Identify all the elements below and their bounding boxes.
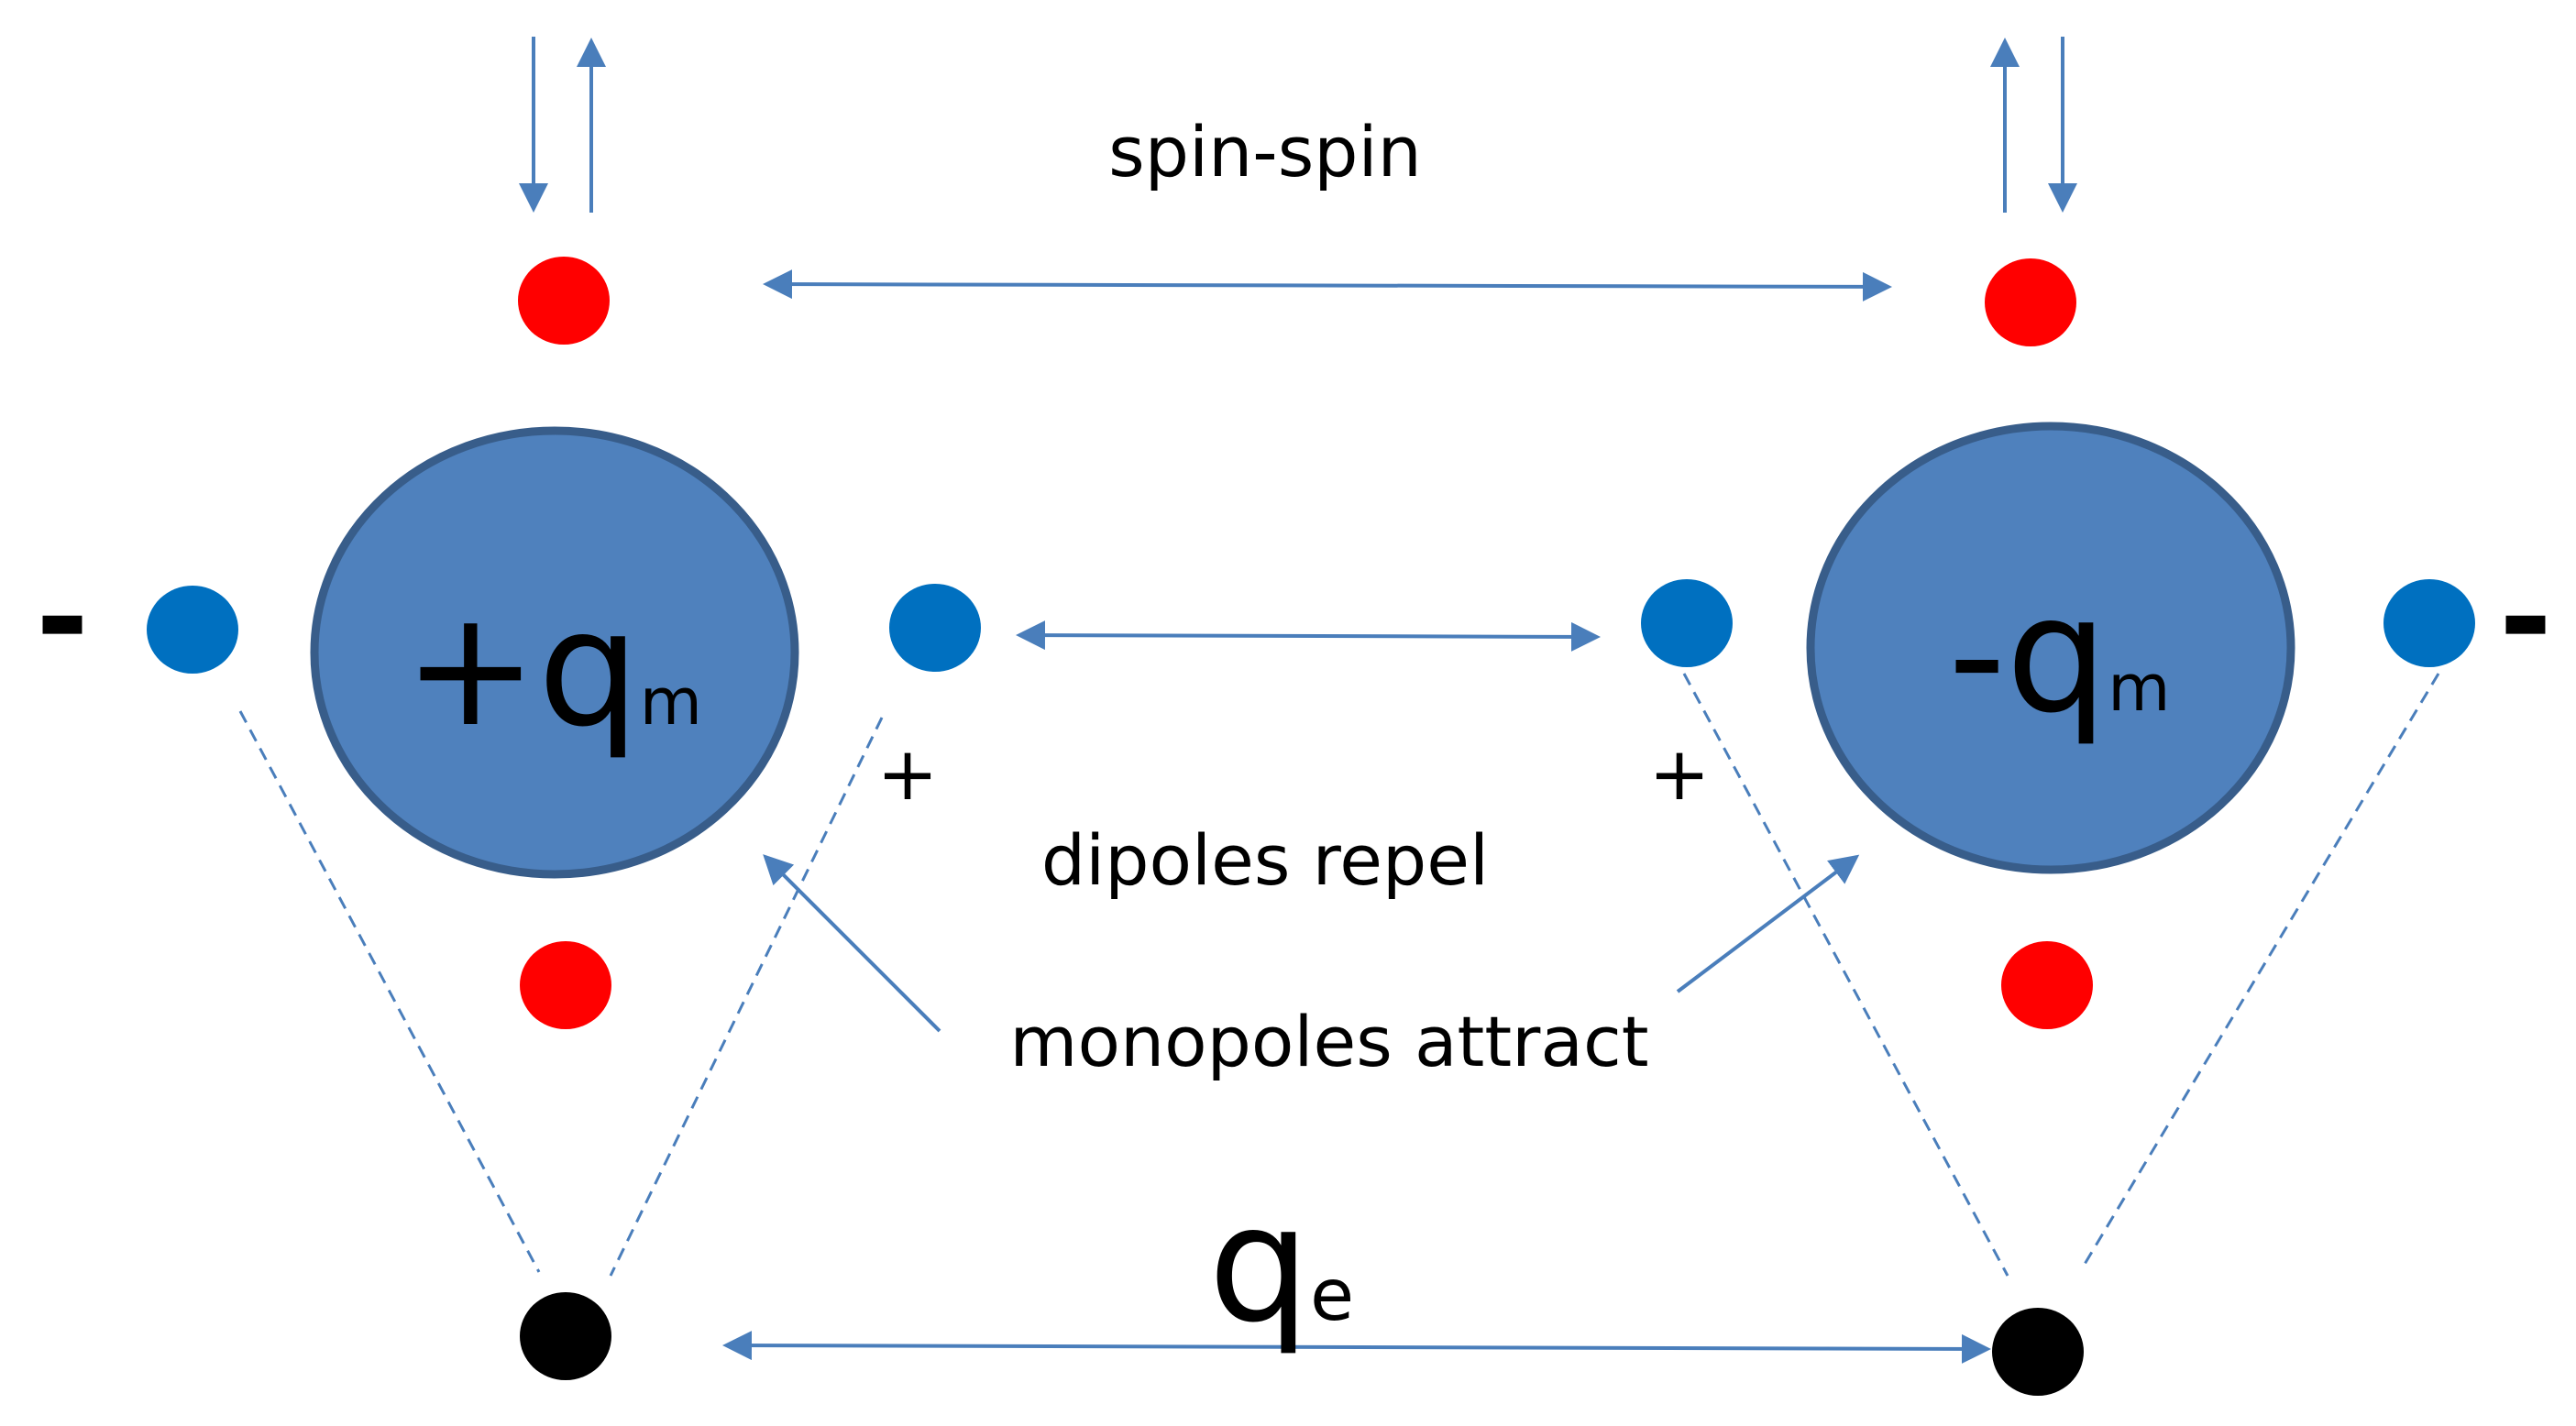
blue-dot-left-inner <box>889 584 981 672</box>
spin-spin-label: spin-spin <box>1108 111 1422 192</box>
spin-spin-double-arrow <box>763 269 1892 302</box>
red-dot-left-top <box>518 257 610 345</box>
dipoles-repel-label: dipoles repel <box>1041 819 1489 901</box>
spin-arrows-left <box>519 37 606 213</box>
monopoles-attract-arrow-left <box>763 854 941 1033</box>
dashed-line-left-inner <box>609 717 884 1277</box>
red-dot-right-bottom <box>2001 941 2093 1029</box>
electric-charge-main: q <box>1208 1172 1310 1358</box>
dashed-line-left-outer <box>238 710 541 1273</box>
monopoles-attract-arrow-right <box>1676 854 1860 993</box>
negative-monopole-charge: -q <box>1948 563 2108 749</box>
black-dot-left <box>520 1292 611 1380</box>
dashed-line-right-inner <box>1682 673 2009 1277</box>
dashed-connectors <box>238 673 2440 1277</box>
electric-charge-label: qe <box>1208 1172 1354 1358</box>
blue-dot-left-outer <box>147 586 238 674</box>
minus-sign-left: - <box>36 543 89 693</box>
electric-charge-double-arrow <box>722 1331 1991 1364</box>
monopoles-attract-label: monopoles attract <box>1009 1001 1648 1082</box>
positive-monopole <box>310 426 799 879</box>
negative-monopole <box>1806 422 2295 874</box>
negative-monopole-label: -qm <box>1948 563 2170 749</box>
blue-dot-right-outer <box>2383 579 2475 667</box>
red-dot-right-top <box>1985 258 2076 346</box>
electric-charge-subscript: e <box>1310 1255 1354 1337</box>
red-dot-left-bottom <box>520 941 611 1029</box>
positive-monopole-charge: +q <box>403 576 640 762</box>
positive-monopole-subscript: m <box>640 664 702 740</box>
dipoles-repel-double-arrow <box>1016 620 1601 652</box>
interaction-arrows <box>722 269 1991 1364</box>
blue-dot-right-inner <box>1641 579 1733 667</box>
black-dot-right <box>1992 1308 2084 1396</box>
negative-monopole-subscript: m <box>2108 651 2170 726</box>
positive-monopole-label: +qm <box>403 576 702 762</box>
dashed-line-right-outer <box>2079 673 2440 1271</box>
spin-arrows-right <box>1990 37 2077 213</box>
plus-sign-right: + <box>1648 731 1710 817</box>
plus-sign-left: + <box>876 731 938 817</box>
minus-sign-right: - <box>2499 543 2552 693</box>
